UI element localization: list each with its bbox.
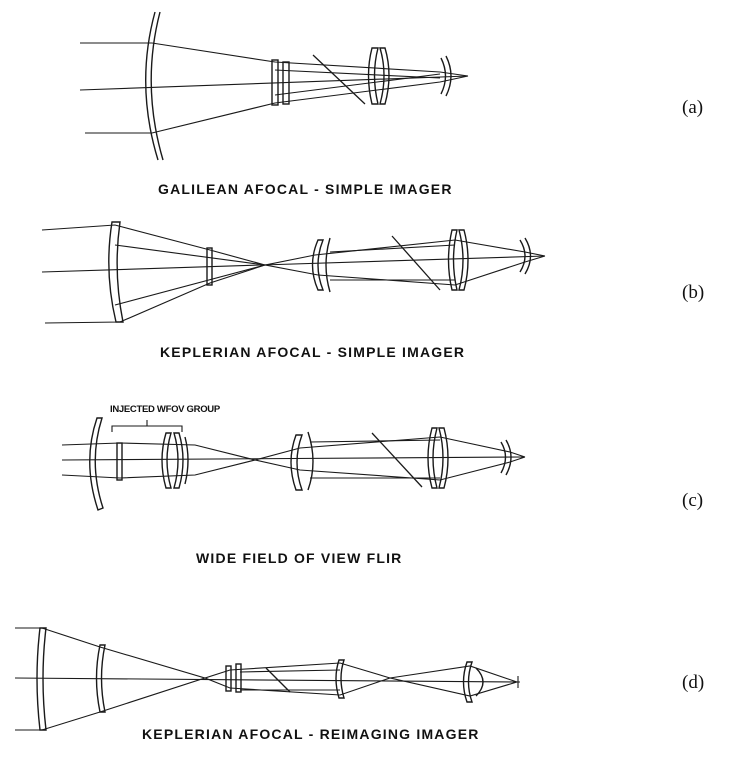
lens-a-relay-1 (367, 47, 379, 105)
tag-b: (b) (682, 282, 705, 303)
lens-b-field (206, 247, 213, 286)
lens-c-imager (500, 439, 512, 476)
lens-c-relay-1 (427, 427, 438, 489)
ray-a-mid (274, 69, 441, 79)
lens-b-relay-1 (447, 229, 458, 291)
mirror-b-fold (391, 235, 441, 291)
lens-c-collimator-1 (290, 434, 304, 491)
lens-d-objective (36, 627, 47, 731)
lens-c-wfov-3 (173, 432, 184, 489)
lens-b-imager (519, 237, 532, 275)
lens-b-collimator-2 (325, 237, 331, 293)
caption-c: WIDE FIELD OF VIEW FLIR (196, 550, 403, 566)
mirror-d-fold (265, 667, 291, 693)
diagram-d-reimaging (14, 627, 521, 731)
lens-a-element-1 (271, 59, 279, 106)
lens-d-second (95, 644, 106, 713)
lens-c-wfov-4 (184, 436, 189, 485)
ray-b-bottom (44, 255, 546, 324)
lens-a-objective (144, 11, 159, 161)
tag-a: (a) (682, 97, 704, 118)
caption-a: GALILEAN AFOCAL - SIMPLE IMAGER (158, 181, 453, 197)
ray-d-axis (14, 677, 521, 683)
lens-c-wfov-2 (161, 432, 172, 489)
diagram-c-wfov (61, 417, 526, 511)
diagram-a-galilean (79, 11, 469, 161)
caption-d: KEPLERIAN AFOCAL - REIMAGING IMAGER (142, 726, 480, 742)
lens-d-group-2 (235, 663, 242, 693)
lens-d-final-1 (462, 661, 473, 703)
mirror-a-fold (312, 54, 366, 105)
mirror-c-fold (371, 432, 423, 488)
ray-a-top (80, 42, 469, 77)
ray-a-bottom (85, 75, 469, 134)
lens-d-relay (335, 659, 345, 699)
lens-c-relay-2 (438, 427, 449, 489)
ray-d-bottom (15, 677, 518, 731)
ray-c-inner (309, 439, 441, 443)
lens-c-collimator-2 (307, 431, 314, 491)
tag-c: (c) (682, 490, 704, 511)
ray-a-mid2 (274, 73, 441, 96)
tag-d: (d) (682, 672, 705, 693)
ray-b-top (41, 224, 546, 266)
caption-b: KEPLERIAN AFOCAL - SIMPLE IMAGER (160, 344, 466, 360)
lens-a-imager (440, 55, 452, 97)
lens-b-objective (108, 221, 124, 323)
lens-b-collimator-1 (311, 239, 325, 291)
lens-a-element-2 (282, 61, 290, 105)
lens-d-group-1 (225, 665, 232, 692)
ray-c-bottom (61, 456, 526, 481)
lens-a-objective-back (150, 11, 164, 161)
lens-d-final-2 (475, 667, 484, 697)
bracket-wfov-group (111, 425, 183, 432)
lens-c-wfov-1 (116, 442, 123, 481)
ray-b-inner (329, 244, 456, 253)
lens-a-relay-2 (379, 47, 390, 105)
diagram-b-keplerian (41, 221, 546, 324)
ray-b-axis (41, 255, 546, 273)
ray-d-inner (239, 669, 341, 673)
label-injected-wfov-group: INJECTED WFOV GROUP (110, 404, 220, 415)
lens-c-front (89, 417, 104, 511)
ray-c-axis (61, 456, 526, 461)
ray-b-mid1 (114, 244, 266, 266)
ray-c-top (61, 436, 526, 461)
ray-b-mid2 (114, 264, 266, 306)
lens-b-relay-2 (458, 229, 469, 291)
ray-d-top (15, 627, 518, 683)
